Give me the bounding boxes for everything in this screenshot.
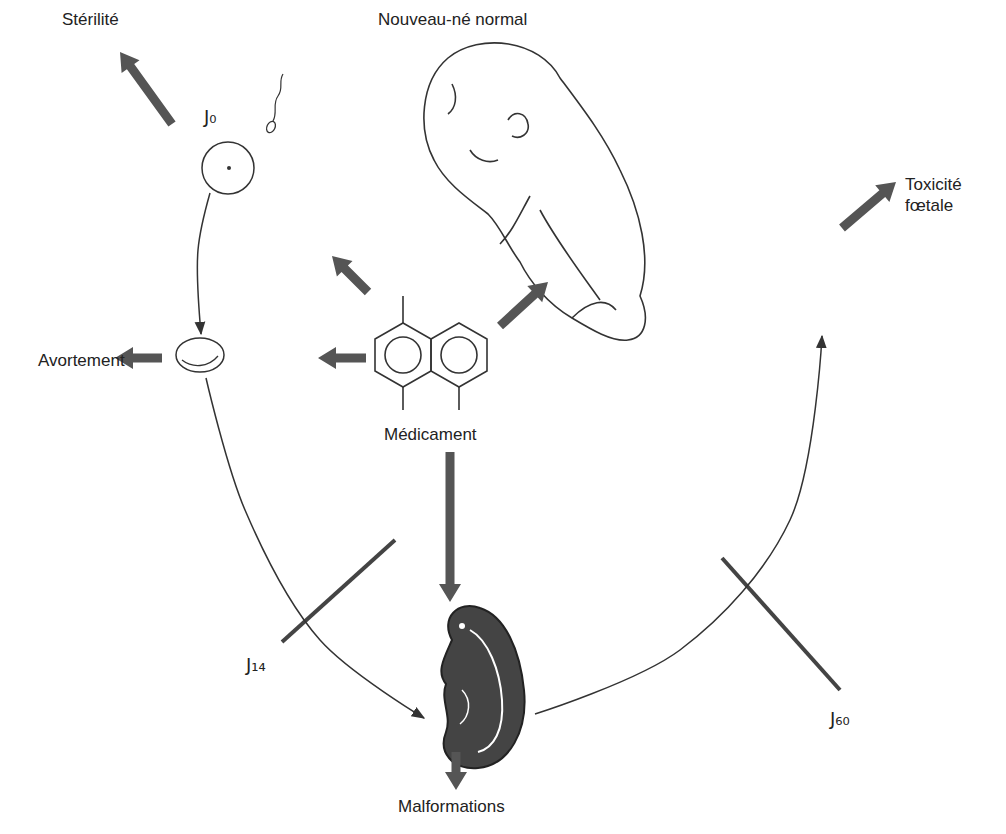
effect-arrow	[120, 52, 176, 127]
day-marker-line	[722, 558, 840, 690]
stage-label: Nouveau-né normal	[378, 9, 527, 30]
sperm-head	[265, 120, 277, 134]
effect-arrow	[497, 282, 548, 329]
stage-label: Malformations	[398, 796, 505, 817]
day-label: J₀	[204, 106, 217, 129]
effect-arrow	[318, 347, 366, 369]
stage-label: Toxicité fœtale	[905, 174, 987, 217]
cycle-arrow	[535, 336, 822, 714]
stage-label: Médicament	[384, 424, 477, 445]
day-marker-line	[282, 540, 395, 642]
cycle-arrow	[197, 193, 210, 334]
blastocyst	[176, 338, 224, 372]
sperm-tail	[273, 74, 283, 121]
embryo	[441, 606, 524, 768]
effect-arrow	[439, 452, 461, 602]
stage-label: Stérilité	[62, 9, 119, 30]
drug-molecule	[375, 296, 487, 410]
blastocyst-inner	[182, 356, 218, 366]
egg-nucleus	[227, 166, 231, 170]
stage-label: Avortement	[38, 350, 125, 371]
day-label: J₆₀	[830, 708, 850, 731]
effect-arrow	[839, 182, 896, 231]
fetus	[424, 43, 645, 340]
effect-arrow	[445, 752, 467, 790]
effect-arrow	[332, 256, 371, 295]
day-label: J₁₄	[246, 654, 266, 677]
egg-cell	[202, 142, 254, 194]
